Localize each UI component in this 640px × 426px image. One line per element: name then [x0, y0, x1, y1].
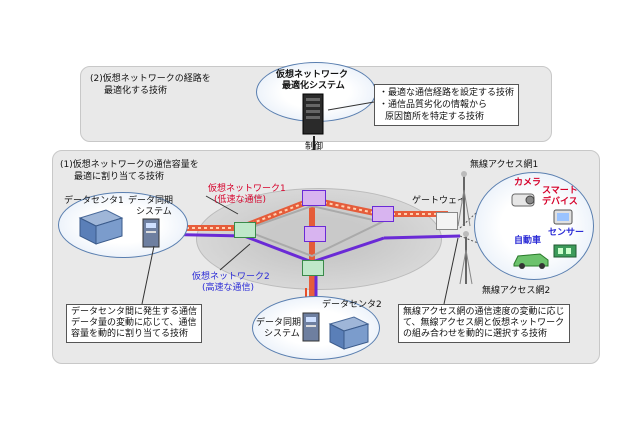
route-optimization-callout: ・最適な通信経路を設定する技術 ・通信品質劣化の情報から 原因箇所を特定する技術 [374, 84, 520, 126]
smart-device-label-line2: デバイス [542, 197, 578, 207]
datacenter2-label: データセンタ2 [322, 300, 382, 310]
top-panel-title-line1: (2)仮想ネットワークの経路を [90, 74, 211, 84]
capacity-allocation-callout: データセンタ間に発生する通信 データ量の変動に応じて、通信 容量を動的に割り当て… [66, 304, 203, 343]
gateway-label: ゲートウェイ [412, 196, 467, 206]
bottom-panel-title-line1: (1)仮想ネットワークの通信容量を [60, 160, 199, 170]
switch-node-top [302, 190, 326, 206]
network2-label-line1: 仮想ネットワーク2 [192, 272, 270, 282]
right-callout-line3: の組み合わせを動的に選択する技術 [403, 329, 548, 339]
top-panel-title-line2: 最適化する技術 [104, 86, 168, 96]
right-callout-line1: 無線アクセス網の通信速度の変動に応じ [403, 307, 565, 317]
control-label: 制御 [305, 142, 324, 152]
right-callout-line2: て、無線アクセス網と仮想ネットワーク [403, 318, 565, 328]
switch-node-left [234, 222, 256, 238]
camera-label: カメラ [514, 178, 542, 188]
sensor-icon [553, 244, 577, 258]
network1-label-line2: (低速な通信) [214, 195, 267, 205]
network1-label-line1: 仮想ネットワーク1 [208, 184, 286, 194]
datacenter1-building-icon [78, 209, 124, 245]
left-callout-line2: データ量の変動に応じて、通信 [71, 318, 197, 328]
antenna-tower1-icon [457, 171, 471, 227]
left-callout-line3: 容量を動的に割り当てる技術 [71, 329, 189, 339]
car-icon [513, 253, 549, 269]
antenna-tower2-icon [459, 231, 473, 285]
dc1-sync-label-line2: システム [136, 207, 172, 217]
optimization-system-label-line2: 最適化システム [282, 81, 345, 91]
wireless-selection-callout: 無線アクセス網の通信速度の変動に応じ て、無線アクセス網と仮想ネットワーク の組… [398, 304, 570, 343]
sensor-label: センサー [548, 228, 585, 238]
left-callout-line1: データセンタ間に発生する通信 [71, 307, 198, 317]
smart-device-icon [553, 209, 573, 225]
route-callout-line1: ・最適な通信経路を設定する技術 [379, 88, 515, 98]
car-label: 自動車 [514, 236, 542, 246]
route-callout-line3: 原因箇所を特定する技術 [385, 112, 485, 122]
camera-icon [511, 193, 535, 207]
switch-node-right [372, 206, 394, 222]
network2-label-line2: (高速な通信) [202, 283, 255, 293]
callout-pointer [327, 101, 375, 111]
server-icon [302, 93, 324, 135]
datacenter1-label: データセンタ1 [64, 196, 124, 206]
wireless-network2-label: 無線アクセス網2 [482, 286, 551, 296]
bottom-panel-title-line2: 最適に割り当てる技術 [74, 172, 165, 182]
right-callout-pointer [443, 237, 459, 305]
gateway-node [436, 212, 458, 230]
sync-system1-icon [142, 218, 160, 248]
sync-system2-icon [302, 312, 320, 342]
smart-device-label-line1: スマート [542, 186, 578, 196]
left-callout-pointer [141, 245, 155, 305]
dc2-sync-label-line1: データ同期 [256, 318, 302, 328]
dc2-sync-label-line2: システム [264, 329, 300, 339]
switch-node-center [304, 226, 326, 242]
datacenter2-building-icon [328, 316, 370, 350]
dc1-sync-label-line1: データ同期 [128, 196, 174, 206]
switch-node-bottom [302, 260, 324, 276]
optimization-system-label-line1: 仮想ネットワーク [276, 70, 349, 80]
wireless-network1-label: 無線アクセス網1 [470, 160, 539, 170]
route-callout-line2: ・通信品質劣化の情報から [379, 100, 488, 110]
